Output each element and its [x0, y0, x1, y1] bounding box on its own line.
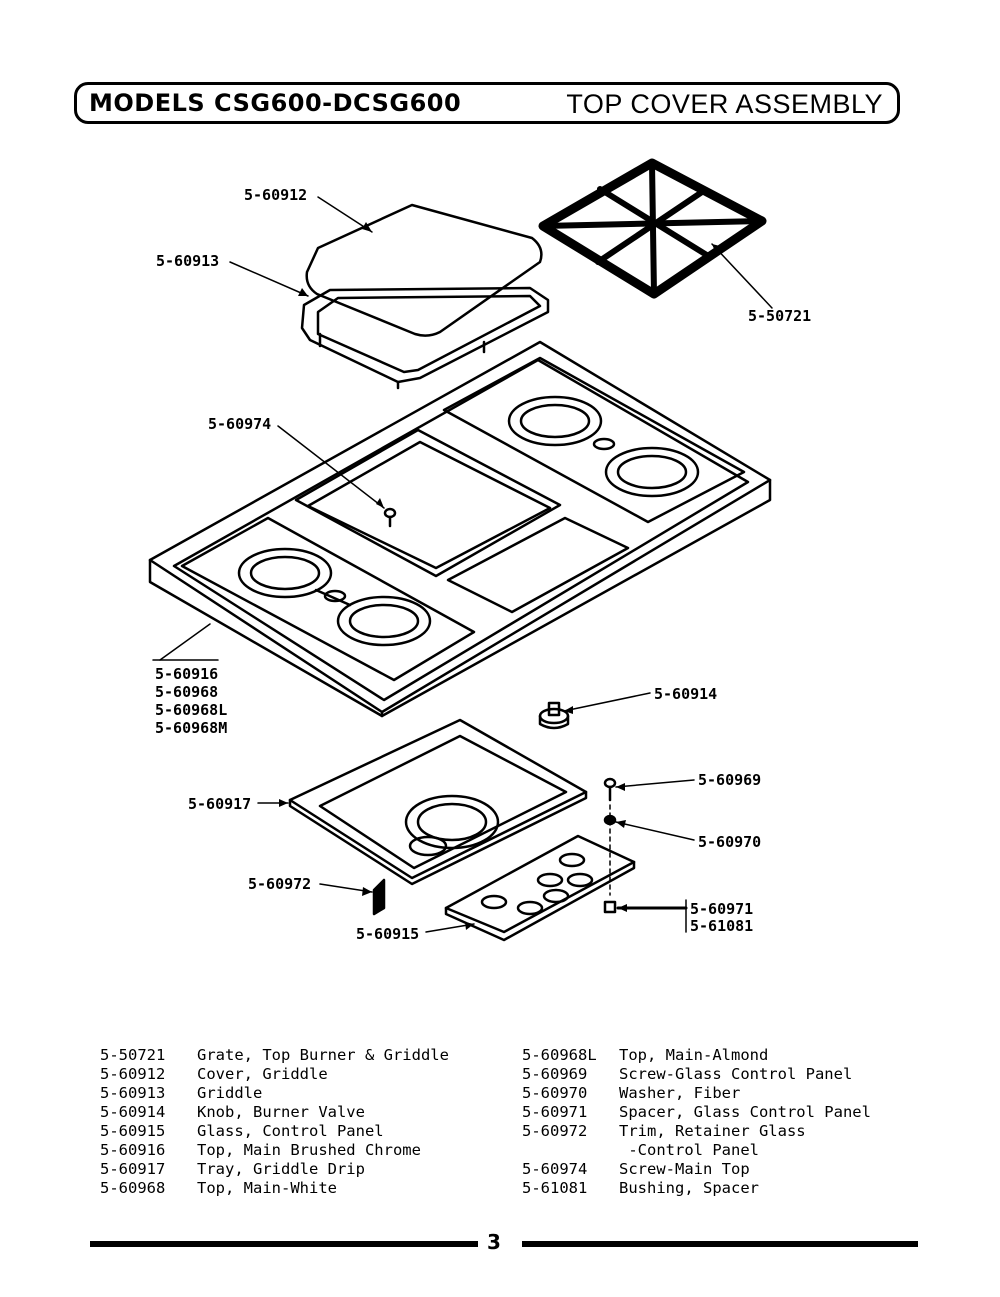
burner-knob-part [538, 701, 570, 730]
glass-control-panel-part [444, 834, 636, 942]
leader-arrowheads [279, 222, 720, 930]
label-tray: 5-60917 [188, 795, 251, 813]
section-title: TOP COVER ASSEMBLY [566, 89, 883, 119]
models-title: MODELS CSG600-DCSG600 [89, 89, 462, 117]
label-bushing: 5-61081 [690, 917, 753, 935]
burner-grate-part [538, 158, 767, 299]
label-grate: 5-50721 [748, 307, 811, 325]
label-cover: 5-60912 [244, 186, 307, 204]
leader-lines [152, 196, 773, 933]
label-top-main-4: 5-60968M [155, 719, 227, 737]
page-number: 3 [487, 1230, 501, 1254]
label-knob: 5-60914 [654, 685, 717, 703]
footer-rule-right [522, 1241, 918, 1247]
griddle-cover-part [305, 203, 543, 337]
label-washer: 5-60970 [698, 833, 761, 851]
label-top-main-1: 5-60916 [155, 665, 218, 683]
label-top-main-3: 5-60968L [155, 701, 227, 719]
main-top-part [148, 340, 772, 718]
label-trim: 5-60972 [248, 875, 311, 893]
griddle-part [300, 286, 550, 390]
label-glass: 5-60915 [356, 925, 419, 943]
footer-rule-left [90, 1241, 478, 1247]
griddle-drip-tray-part [288, 718, 588, 886]
label-screw-main-top: 5-60974 [208, 415, 271, 433]
page-header: MODELS CSG600-DCSG600 TOP COVER ASSEMBLY [74, 82, 900, 124]
label-screw-glass: 5-60969 [698, 771, 761, 789]
retainer-trim-part [372, 878, 386, 916]
label-spacer: 5-60971 [690, 900, 753, 918]
label-top-main-2: 5-60968 [155, 683, 218, 701]
fiber-washer-part [603, 814, 617, 826]
main-top-screw-part [383, 507, 397, 528]
glass-spacer-part [603, 900, 617, 914]
list-item: -Control Panel [619, 1141, 759, 1159]
label-griddle: 5-60913 [156, 252, 219, 270]
